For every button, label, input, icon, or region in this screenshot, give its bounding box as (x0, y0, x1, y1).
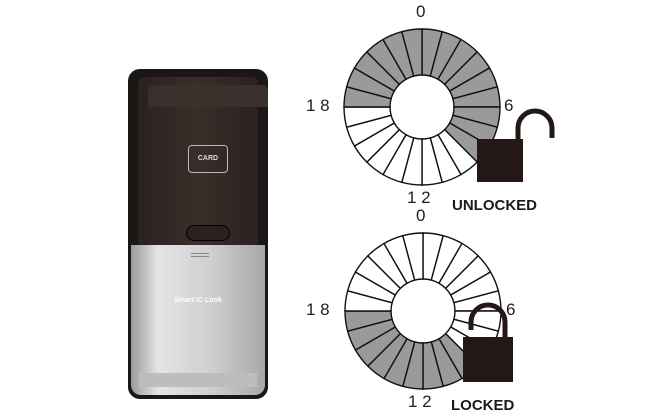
dial2-label-18: 1 8 (306, 300, 330, 319)
dial1-label-0: 0 (416, 2, 426, 21)
device-bottom-band (139, 373, 257, 387)
smart-lock-device: CARD Smart IC Look (128, 69, 268, 399)
dial-segment (401, 232, 424, 281)
dial2-label-0: 0 (416, 206, 426, 225)
device-handle-slot (186, 225, 230, 241)
card-reader: CARD (188, 145, 228, 173)
padlock-open-shackle (515, 108, 555, 147)
dial2-label-6: 6 (506, 300, 516, 319)
device-front-panel: CARD (138, 77, 268, 247)
unlocked-padlock-icon (477, 139, 523, 182)
dial1-label-6: 6 (504, 96, 514, 115)
unlocked-label: UNLOCKED (452, 197, 537, 214)
device-grill (191, 253, 209, 257)
padlock-closed-shackle (468, 302, 508, 340)
dial1-label-18: 1 8 (306, 96, 330, 115)
locked-padlock-icon (463, 337, 513, 382)
dial2-label-12: 1 2 (408, 392, 432, 411)
device-top-band (148, 85, 268, 107)
device-silver-cover: Smart IC Look (131, 245, 265, 395)
brand-logo: Smart IC Look (174, 297, 222, 304)
dial-segment (400, 28, 423, 77)
dial1-label-12: 1 2 (407, 188, 431, 207)
locked-label: LOCKED (451, 397, 515, 414)
